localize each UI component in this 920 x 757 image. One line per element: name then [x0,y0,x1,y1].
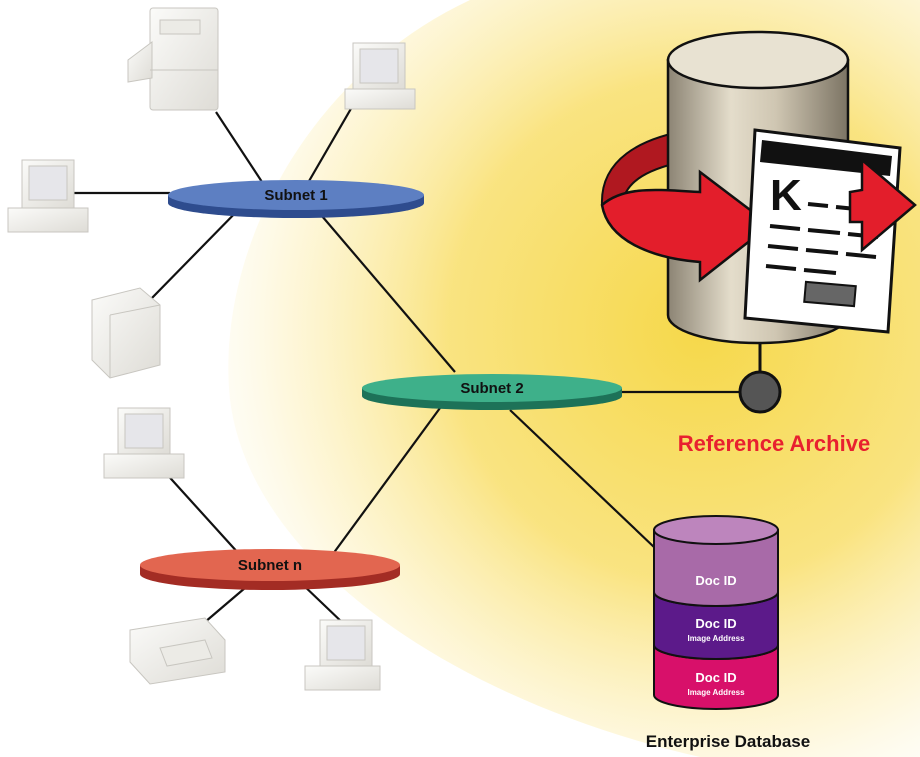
network-links [72,99,740,629]
database-caption: Enterprise Database [646,732,810,751]
db-segment-2-label: Doc ID [695,616,736,631]
subnet-1-label: Subnet 1 [264,187,327,204]
workstation-icon [344,42,416,110]
archive-connector-icon [738,370,782,414]
workstation-icon [304,619,381,691]
workstation-icon [7,159,89,233]
db-segment-3-sublabel: Image Address [687,688,745,697]
subnet-2-label: Subnet 2 [460,380,523,397]
subnet-n: Subnet n [140,549,400,590]
printer-icon [91,287,161,379]
db-segment-3-label: Doc ID [695,670,736,685]
workstation-icon [103,407,185,479]
archive-caption: Reference Archive [678,431,870,456]
document-letter: K [770,171,802,220]
reference-archive: K Reference Archive [600,30,917,456]
subnet-1: Subnet 1 [168,180,424,218]
db-segment-1-label: Doc ID [695,573,736,588]
subnet-n-label: Subnet n [238,557,302,574]
archive-arrow-tip [848,157,917,253]
enterprise-database: Doc ID Doc ID Image Address Doc ID Image… [646,515,810,751]
inkjet-printer-icon [129,617,226,685]
large-printer-icon [127,7,219,111]
subnet-2: Subnet 2 [362,374,622,410]
archive-arrow-front [600,169,773,283]
db-segment-2-sublabel: Image Address [687,634,745,643]
